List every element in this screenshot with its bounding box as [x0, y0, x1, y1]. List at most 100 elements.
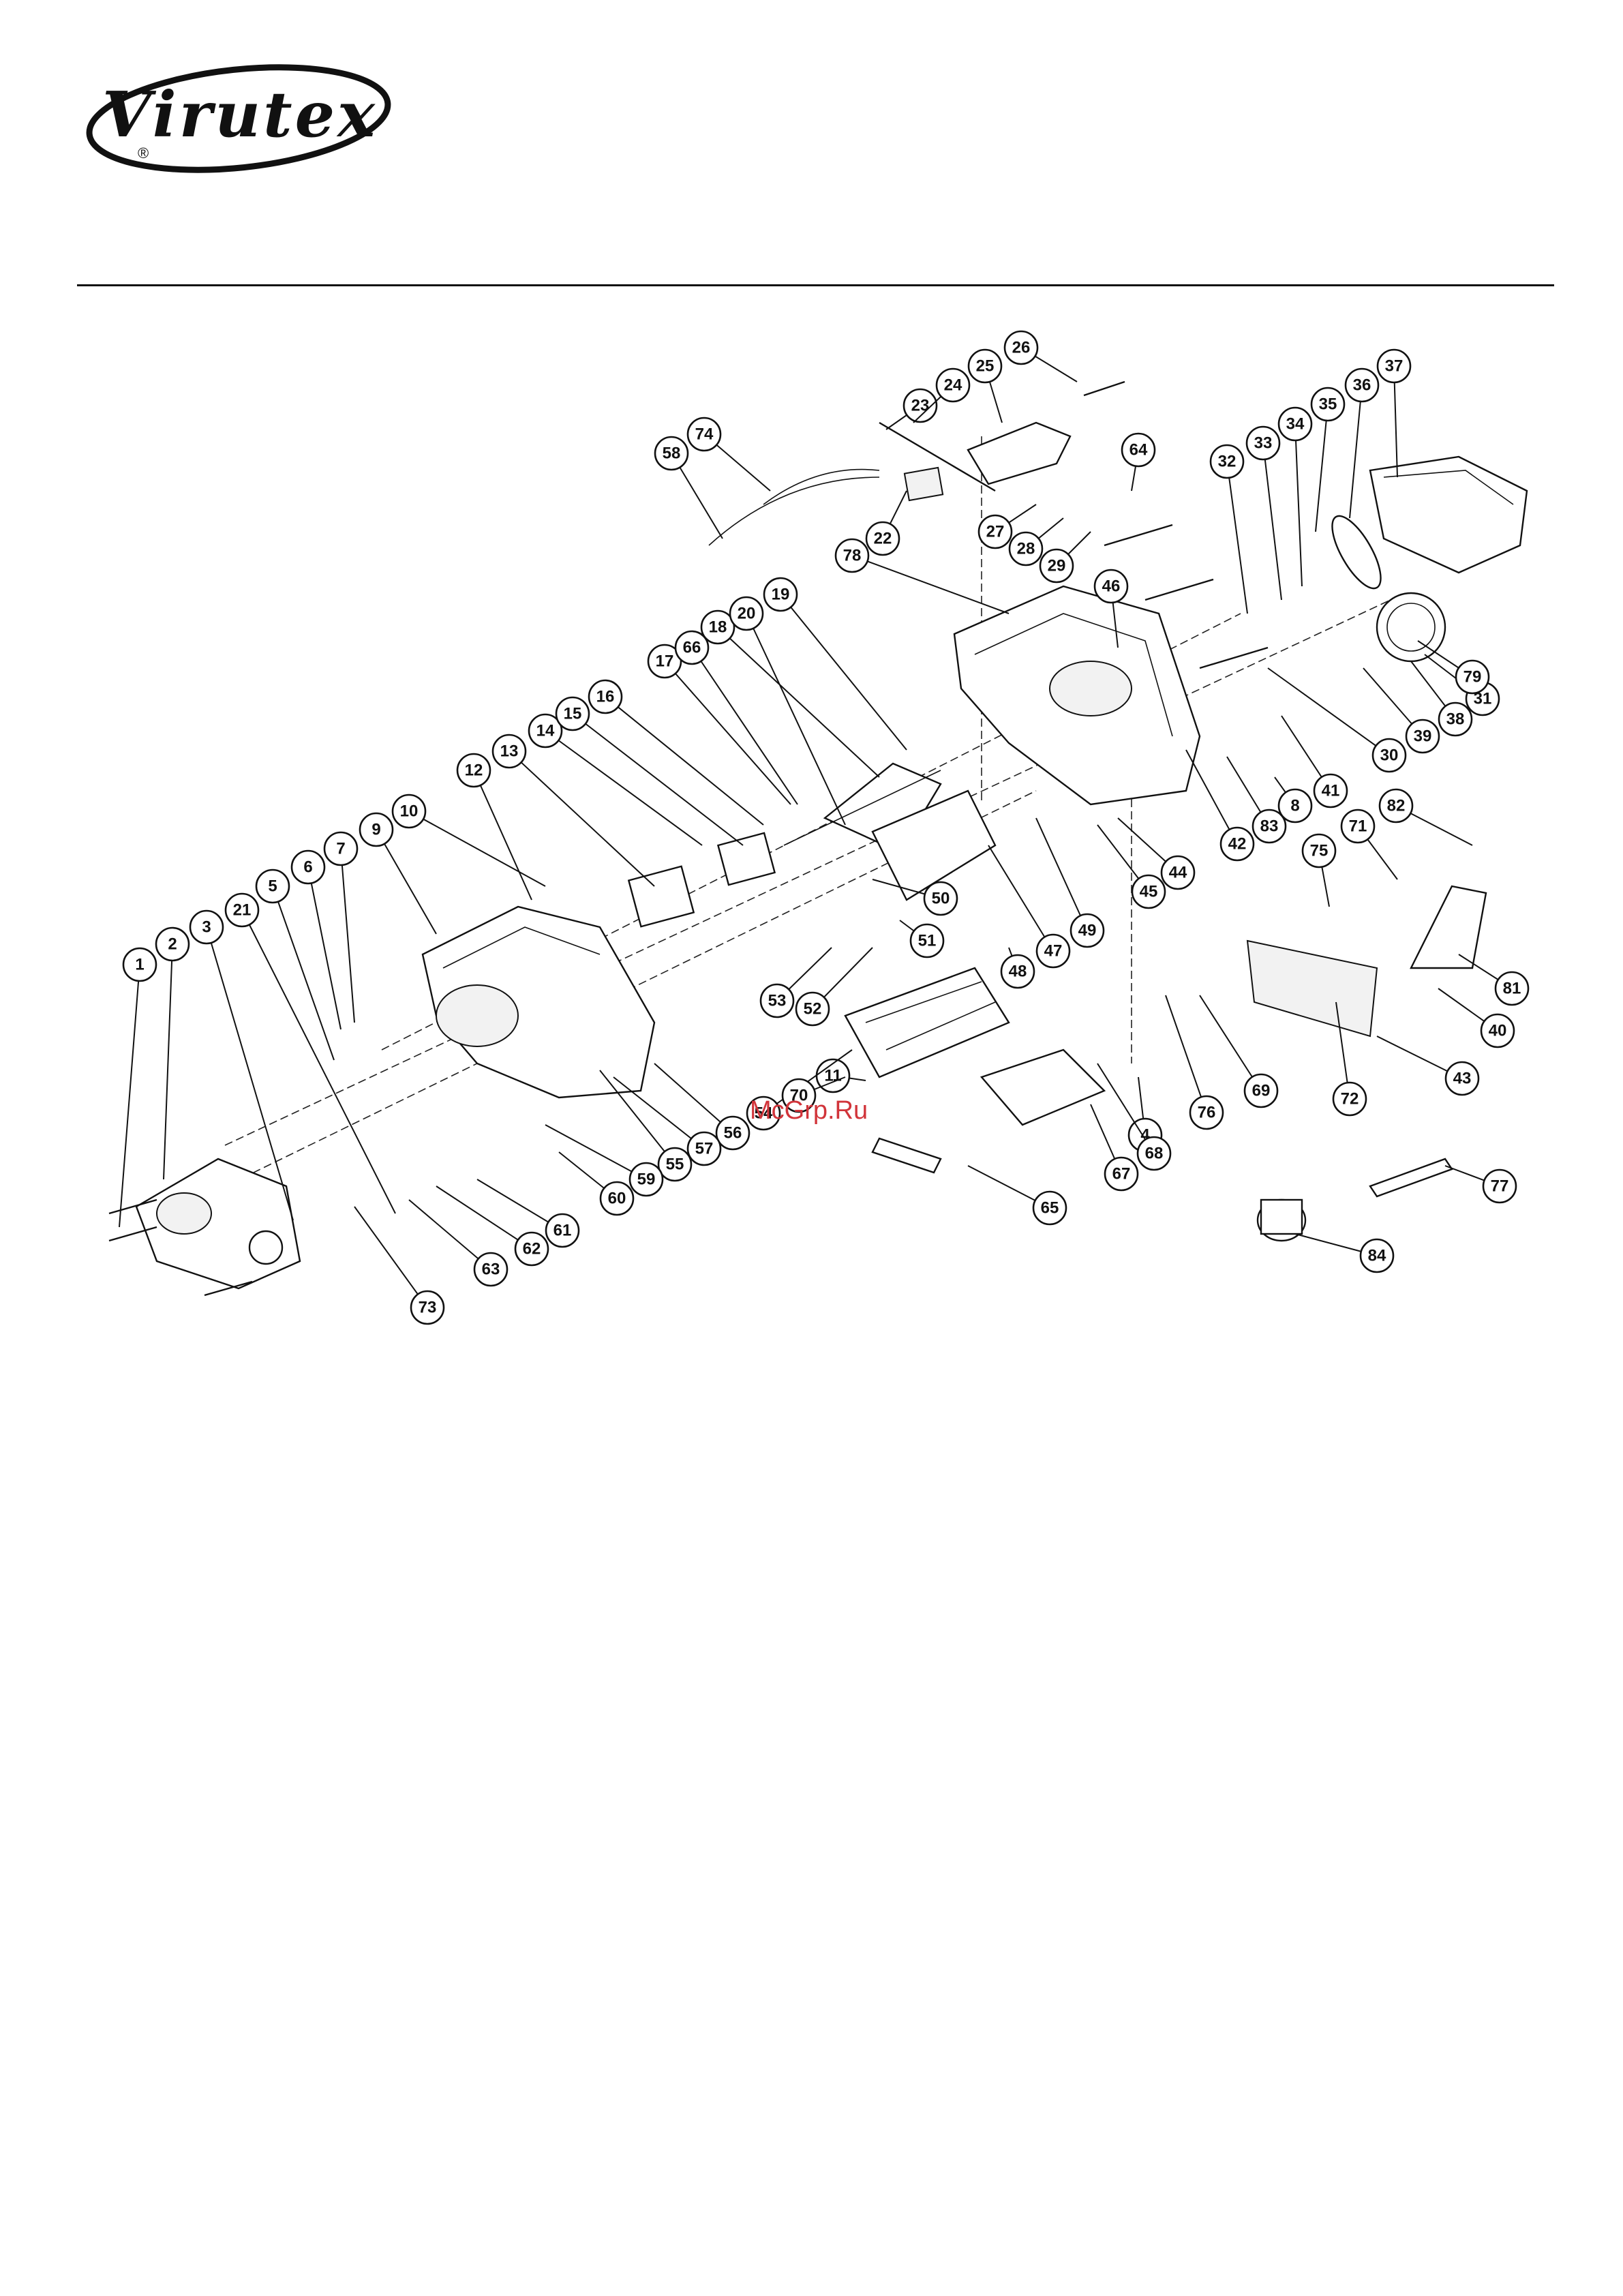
callout-12: 12 — [457, 754, 490, 787]
callout-leader-7 — [341, 849, 354, 1023]
callout-leader-20 — [746, 614, 845, 825]
callout-leader-6 — [308, 867, 341, 1029]
callout-number: 43 — [1453, 1070, 1472, 1088]
callout-number: 72 — [1341, 1090, 1359, 1108]
callout-leader-2 — [164, 944, 172, 1179]
callout-group: 1234567891011121314151617181920212223242… — [119, 331, 1528, 1324]
callout-number: 83 — [1260, 817, 1279, 836]
callout-2: 2 — [156, 928, 189, 961]
callout-number: 71 — [1349, 817, 1367, 836]
callout-number: 5 — [268, 877, 277, 896]
callout-leader-12 — [474, 770, 532, 900]
callout-10: 10 — [393, 795, 425, 828]
callout-number: 78 — [843, 547, 862, 565]
callout-number: 17 — [656, 652, 674, 671]
callout-32: 32 — [1211, 445, 1243, 478]
callout-51: 51 — [911, 924, 943, 957]
callout-number: 18 — [709, 618, 727, 637]
callout-number: 66 — [683, 639, 701, 657]
callout-64: 64 — [1122, 434, 1155, 466]
callout-number: 82 — [1387, 797, 1406, 815]
callout-30: 30 — [1373, 739, 1406, 772]
callout-number: 76 — [1198, 1104, 1216, 1122]
callout-27: 27 — [979, 515, 1012, 548]
callout-number: 32 — [1218, 453, 1237, 471]
callout-66: 66 — [676, 631, 708, 664]
callout-number: 7 — [336, 840, 345, 858]
callout-34: 34 — [1279, 408, 1311, 440]
callout-20: 20 — [730, 597, 763, 630]
callout-74: 74 — [688, 418, 721, 451]
callout-number: 62 — [523, 1240, 541, 1258]
callout-42: 42 — [1221, 828, 1254, 860]
callout-1: 1 — [123, 948, 156, 981]
callout-5: 5 — [256, 870, 289, 903]
callout-leader-30 — [1268, 668, 1389, 755]
callout-number: 69 — [1252, 1082, 1271, 1100]
callout-number: 45 — [1140, 883, 1158, 901]
callout-55: 55 — [658, 1148, 691, 1181]
callout-6: 6 — [292, 851, 324, 883]
callout-46: 46 — [1095, 570, 1127, 603]
callout-leader-57 — [613, 1077, 704, 1149]
callout-number: 55 — [666, 1155, 684, 1174]
callout-number: 51 — [918, 932, 937, 950]
callout-number: 75 — [1310, 842, 1329, 860]
callout-72: 72 — [1333, 1083, 1366, 1115]
callout-number: 38 — [1446, 710, 1465, 729]
callout-number: 56 — [724, 1124, 742, 1143]
callout-leader-36 — [1350, 385, 1362, 518]
callout-number: 24 — [944, 376, 962, 395]
callout-69: 69 — [1245, 1074, 1277, 1107]
callout-number: 57 — [695, 1140, 714, 1158]
callout-number: 40 — [1489, 1022, 1507, 1040]
callout-number: 49 — [1078, 922, 1097, 940]
callout-number: 2 — [168, 935, 177, 954]
callout-leader-21 — [242, 910, 395, 1213]
callout-leader-17 — [665, 661, 791, 804]
callout-number: 61 — [553, 1222, 572, 1240]
callout-number: 6 — [303, 858, 312, 877]
callout-37: 37 — [1378, 350, 1410, 382]
callout-73: 73 — [411, 1291, 444, 1324]
callout-number: 46 — [1102, 577, 1121, 596]
callout-leader-15 — [573, 714, 743, 845]
callout-36: 36 — [1346, 369, 1378, 402]
callout-67: 67 — [1105, 1158, 1138, 1190]
callout-59: 59 — [630, 1163, 663, 1196]
callout-68: 68 — [1138, 1137, 1170, 1170]
callout-number: 39 — [1414, 727, 1432, 746]
callout-number: 25 — [976, 357, 995, 376]
callout-number: 41 — [1322, 782, 1340, 800]
callout-9: 9 — [360, 813, 393, 846]
callout-leader-10 — [409, 811, 545, 886]
callout-leader-5 — [273, 886, 334, 1060]
callout-number: 63 — [482, 1260, 500, 1279]
callout-75: 75 — [1303, 834, 1335, 867]
callout-number: 58 — [663, 444, 681, 463]
callout-15: 15 — [556, 697, 589, 730]
callout-22: 22 — [866, 522, 899, 555]
callout-number: 13 — [500, 742, 519, 761]
callout-number: 15 — [564, 705, 582, 723]
callout-number: 16 — [596, 688, 615, 706]
callout-47: 47 — [1037, 935, 1070, 967]
callout-number: 84 — [1368, 1247, 1386, 1265]
callout-16: 16 — [589, 680, 622, 713]
callout-13: 13 — [493, 735, 526, 768]
callout-84: 84 — [1361, 1239, 1393, 1272]
callout-60: 60 — [601, 1182, 633, 1215]
callout-number: 23 — [911, 397, 930, 415]
callout-63: 63 — [474, 1253, 507, 1286]
callout-78: 78 — [836, 539, 868, 572]
callout-number: 8 — [1290, 797, 1299, 815]
callout-25: 25 — [969, 350, 1001, 382]
callout-number: 52 — [804, 1000, 822, 1018]
callout-79: 79 — [1456, 661, 1489, 693]
callout-leader-49 — [1036, 818, 1087, 931]
callout-33: 33 — [1247, 427, 1279, 459]
callout-29: 29 — [1040, 549, 1073, 582]
callout-leader-33 — [1263, 443, 1281, 600]
callout-71: 71 — [1341, 810, 1374, 843]
callout-50: 50 — [924, 882, 957, 915]
